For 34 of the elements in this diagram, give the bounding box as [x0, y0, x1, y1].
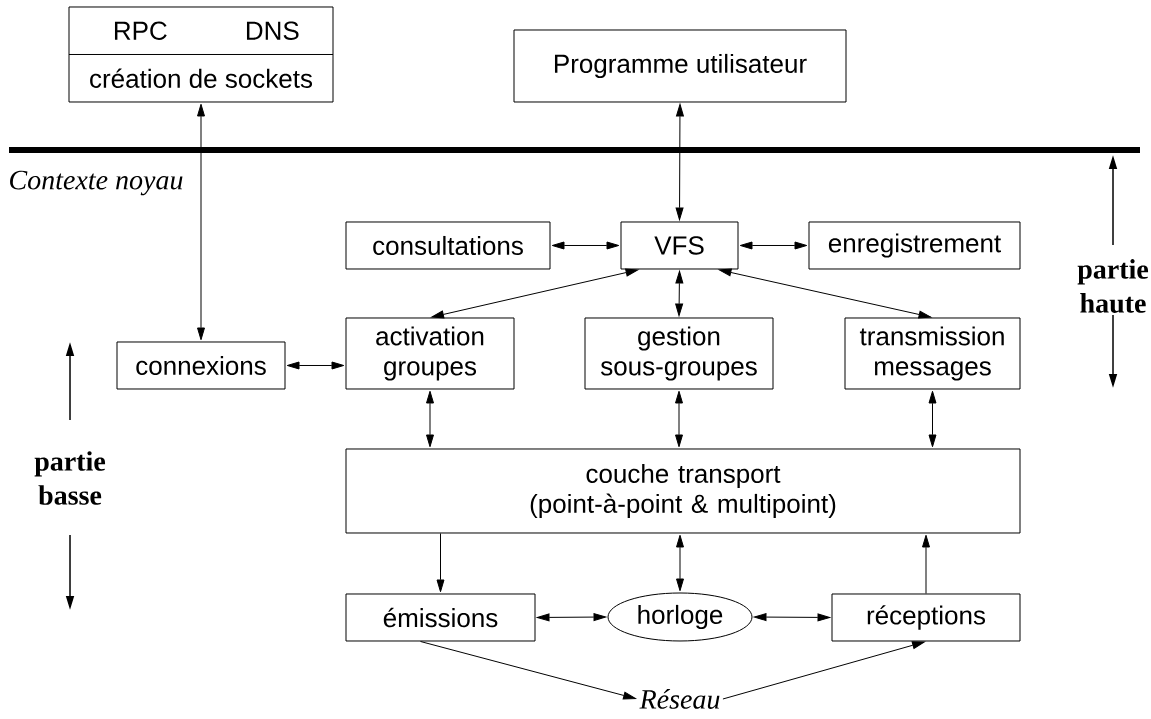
process-box: consultations	[345, 221, 551, 270]
arrow	[197, 103, 205, 341]
arrow	[420, 641, 636, 700]
arrow	[675, 103, 684, 221]
process-box: Programme utilisateur	[513, 29, 847, 103]
arrow	[426, 390, 434, 448]
arrow	[739, 241, 808, 250]
process-box: gestion sous-groupes	[584, 317, 774, 390]
arrow	[675, 270, 684, 317]
process-box: réceptions	[831, 593, 1021, 642]
arrow	[676, 534, 684, 592]
arrow	[286, 361, 345, 370]
arrow	[718, 268, 932, 319]
arrow	[675, 390, 683, 448]
arrow	[722, 641, 925, 700]
process-box: émissions	[345, 593, 536, 642]
process-box: connexions	[116, 341, 286, 390]
process-box: VFS	[620, 221, 739, 270]
process-box: enregistrement	[808, 221, 1021, 270]
arrow	[431, 268, 639, 319]
process-box: RPC DNS création de sockets	[68, 6, 334, 103]
process-box: activation groupes	[345, 317, 515, 390]
arrow	[536, 613, 607, 622]
process-box: transmission messages	[844, 317, 1021, 390]
side-label: Contexte noyau	[10, 170, 183, 196]
arrow	[753, 613, 831, 622]
network-label: Réseau	[639, 689, 720, 709]
arrow	[551, 241, 620, 250]
arrow	[922, 534, 930, 594]
arrow	[928, 390, 937, 448]
arrow	[436, 533, 445, 593]
process-box: couche transport (point-à-point & multipoint)	[345, 448, 1021, 534]
side-label: partie basse	[34, 451, 106, 505]
side-label: partie haute	[1077, 259, 1149, 313]
